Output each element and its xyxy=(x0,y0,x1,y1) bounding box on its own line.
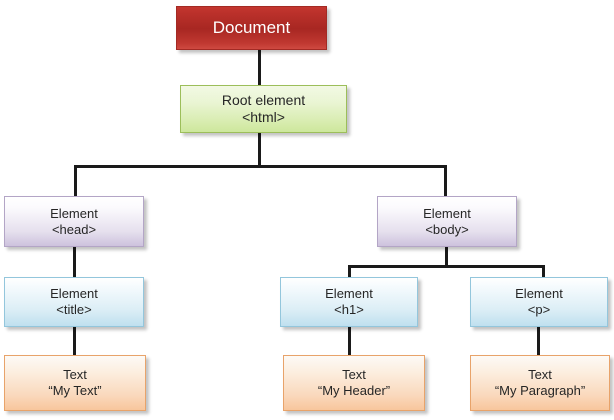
node-element-body[interactable]: Element <body> xyxy=(377,196,517,247)
node-p-line1: Element xyxy=(515,286,563,302)
node-h1-line1: Element xyxy=(325,286,373,302)
node-p-line2: <p> xyxy=(527,302,551,317)
node-element-p[interactable]: Element <p> xyxy=(470,277,608,327)
node-title-line1: Element xyxy=(50,286,98,302)
edge-p-text xyxy=(537,327,540,355)
node-text-my-text[interactable]: Text “My Text” xyxy=(4,355,146,411)
edge-body-p-drop xyxy=(542,265,545,279)
node-head-line2: <head> xyxy=(51,221,97,237)
node-text-title-line1: Text xyxy=(63,367,87,383)
edge-document-root xyxy=(258,50,261,88)
node-root-line1: Root element xyxy=(221,91,306,108)
node-text-my-paragraph[interactable]: Text “My Paragraph” xyxy=(470,355,610,411)
node-element-title[interactable]: Element <title> xyxy=(4,277,144,327)
node-document[interactable]: Document xyxy=(176,6,327,50)
node-h1-line2: <h1> xyxy=(334,302,364,317)
edge-h1-text xyxy=(348,327,351,355)
edge-root-bar xyxy=(75,165,447,168)
edge-root-body-drop xyxy=(444,165,447,197)
node-text-title-line2: “My Text” xyxy=(48,383,102,398)
node-text-h1-line1: Text xyxy=(342,367,366,383)
edge-body-h1-drop xyxy=(348,265,351,279)
edge-root-stem xyxy=(258,133,261,168)
node-text-my-header[interactable]: Text “My Header” xyxy=(283,355,425,411)
node-element-h1[interactable]: Element <h1> xyxy=(280,277,418,327)
node-root-line2: <html> xyxy=(242,109,285,125)
node-body-line1: Element xyxy=(423,205,471,221)
node-text-h1-line2: “My Header” xyxy=(317,383,391,398)
edge-body-stem xyxy=(445,247,448,267)
edge-root-head-drop xyxy=(74,165,77,197)
node-text-p-line1: Text xyxy=(528,367,552,383)
node-body-line2: <body> xyxy=(425,221,469,237)
edge-body-bar xyxy=(348,265,545,268)
edge-head-title xyxy=(73,247,76,277)
node-document-line1: Document xyxy=(212,17,291,37)
node-title-line2: <title> xyxy=(56,302,92,317)
node-root-element-html[interactable]: Root element <html> xyxy=(180,85,347,133)
edge-title-text xyxy=(73,327,76,355)
node-element-head[interactable]: Element <head> xyxy=(4,196,144,247)
node-text-p-line2: “My Paragraph” xyxy=(494,383,586,398)
node-head-line1: Element xyxy=(50,205,98,221)
